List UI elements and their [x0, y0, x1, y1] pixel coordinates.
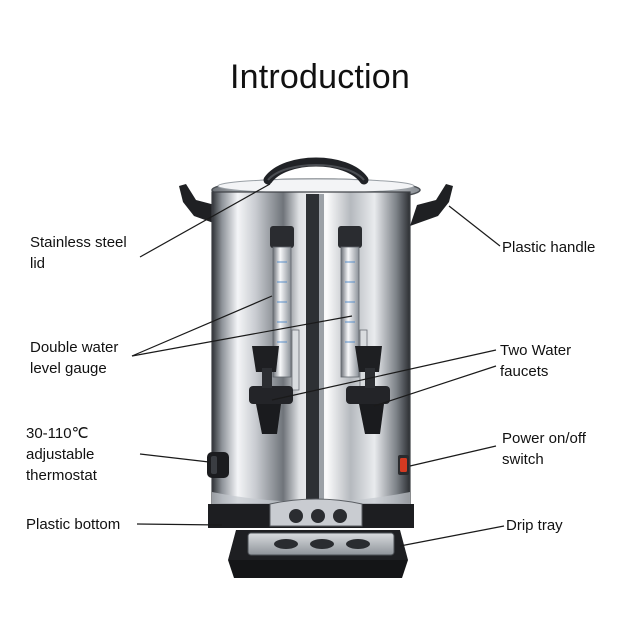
label-water-gauge: Double water level gauge	[30, 337, 118, 379]
switch-leader-line	[409, 445, 497, 467]
lid-leader-line	[139, 183, 271, 258]
gauge-leader-line-1	[131, 295, 273, 357]
label-plastic-handle: Plastic handle	[502, 239, 596, 256]
label-water-gauge-line2: level gauge	[30, 360, 107, 377]
side-handles	[179, 184, 453, 226]
right-faucet	[346, 346, 390, 434]
page-title: Introduction	[229, 58, 411, 96]
label-stainless-lid-line1: Stainless steel	[30, 234, 127, 251]
label-plastic-bottom: Plastic bottom	[26, 516, 121, 533]
leader-lines	[131, 183, 505, 547]
faucet-leader-line-2	[373, 365, 497, 407]
label-power-switch-line1: Power on/off	[502, 430, 586, 447]
label-thermostat-line3: thermostat	[26, 467, 97, 484]
gauge-leader-line-2	[131, 315, 353, 357]
label-power-switch: Power on/off switch	[502, 428, 586, 470]
left-level-gauge	[270, 226, 300, 391]
label-power-switch-line2: switch	[502, 451, 544, 468]
faucet-leader-line-1	[271, 349, 497, 401]
handle-leader-line	[448, 205, 501, 247]
label-water-gauge-line1: Double water	[30, 339, 119, 356]
left-faucet	[249, 346, 293, 434]
label-faucets-line2: faucets	[500, 363, 549, 380]
drip-tray-shape	[228, 530, 408, 578]
thermostat-leader-line	[139, 453, 210, 463]
label-stainless-lid-line2: lid	[30, 255, 46, 272]
label-stainless-lid: Stainless steel lid	[30, 232, 127, 274]
drip-tray-leader-line	[399, 525, 505, 547]
label-thermostat-line1: 30-110℃	[26, 425, 89, 442]
label-thermostat-line2: adjustable	[26, 446, 95, 463]
plastic-base	[208, 498, 414, 528]
label-drip-tray: Drip tray	[506, 517, 563, 534]
label-thermostat: 30-110℃ adjustable thermostat	[26, 423, 97, 486]
thermostat-knob	[207, 452, 229, 478]
bottom-leader-line	[136, 523, 223, 526]
label-faucets-line1: Two Water	[500, 342, 572, 359]
power-switch	[398, 455, 409, 475]
label-faucets: Two Water faucets	[500, 340, 571, 382]
